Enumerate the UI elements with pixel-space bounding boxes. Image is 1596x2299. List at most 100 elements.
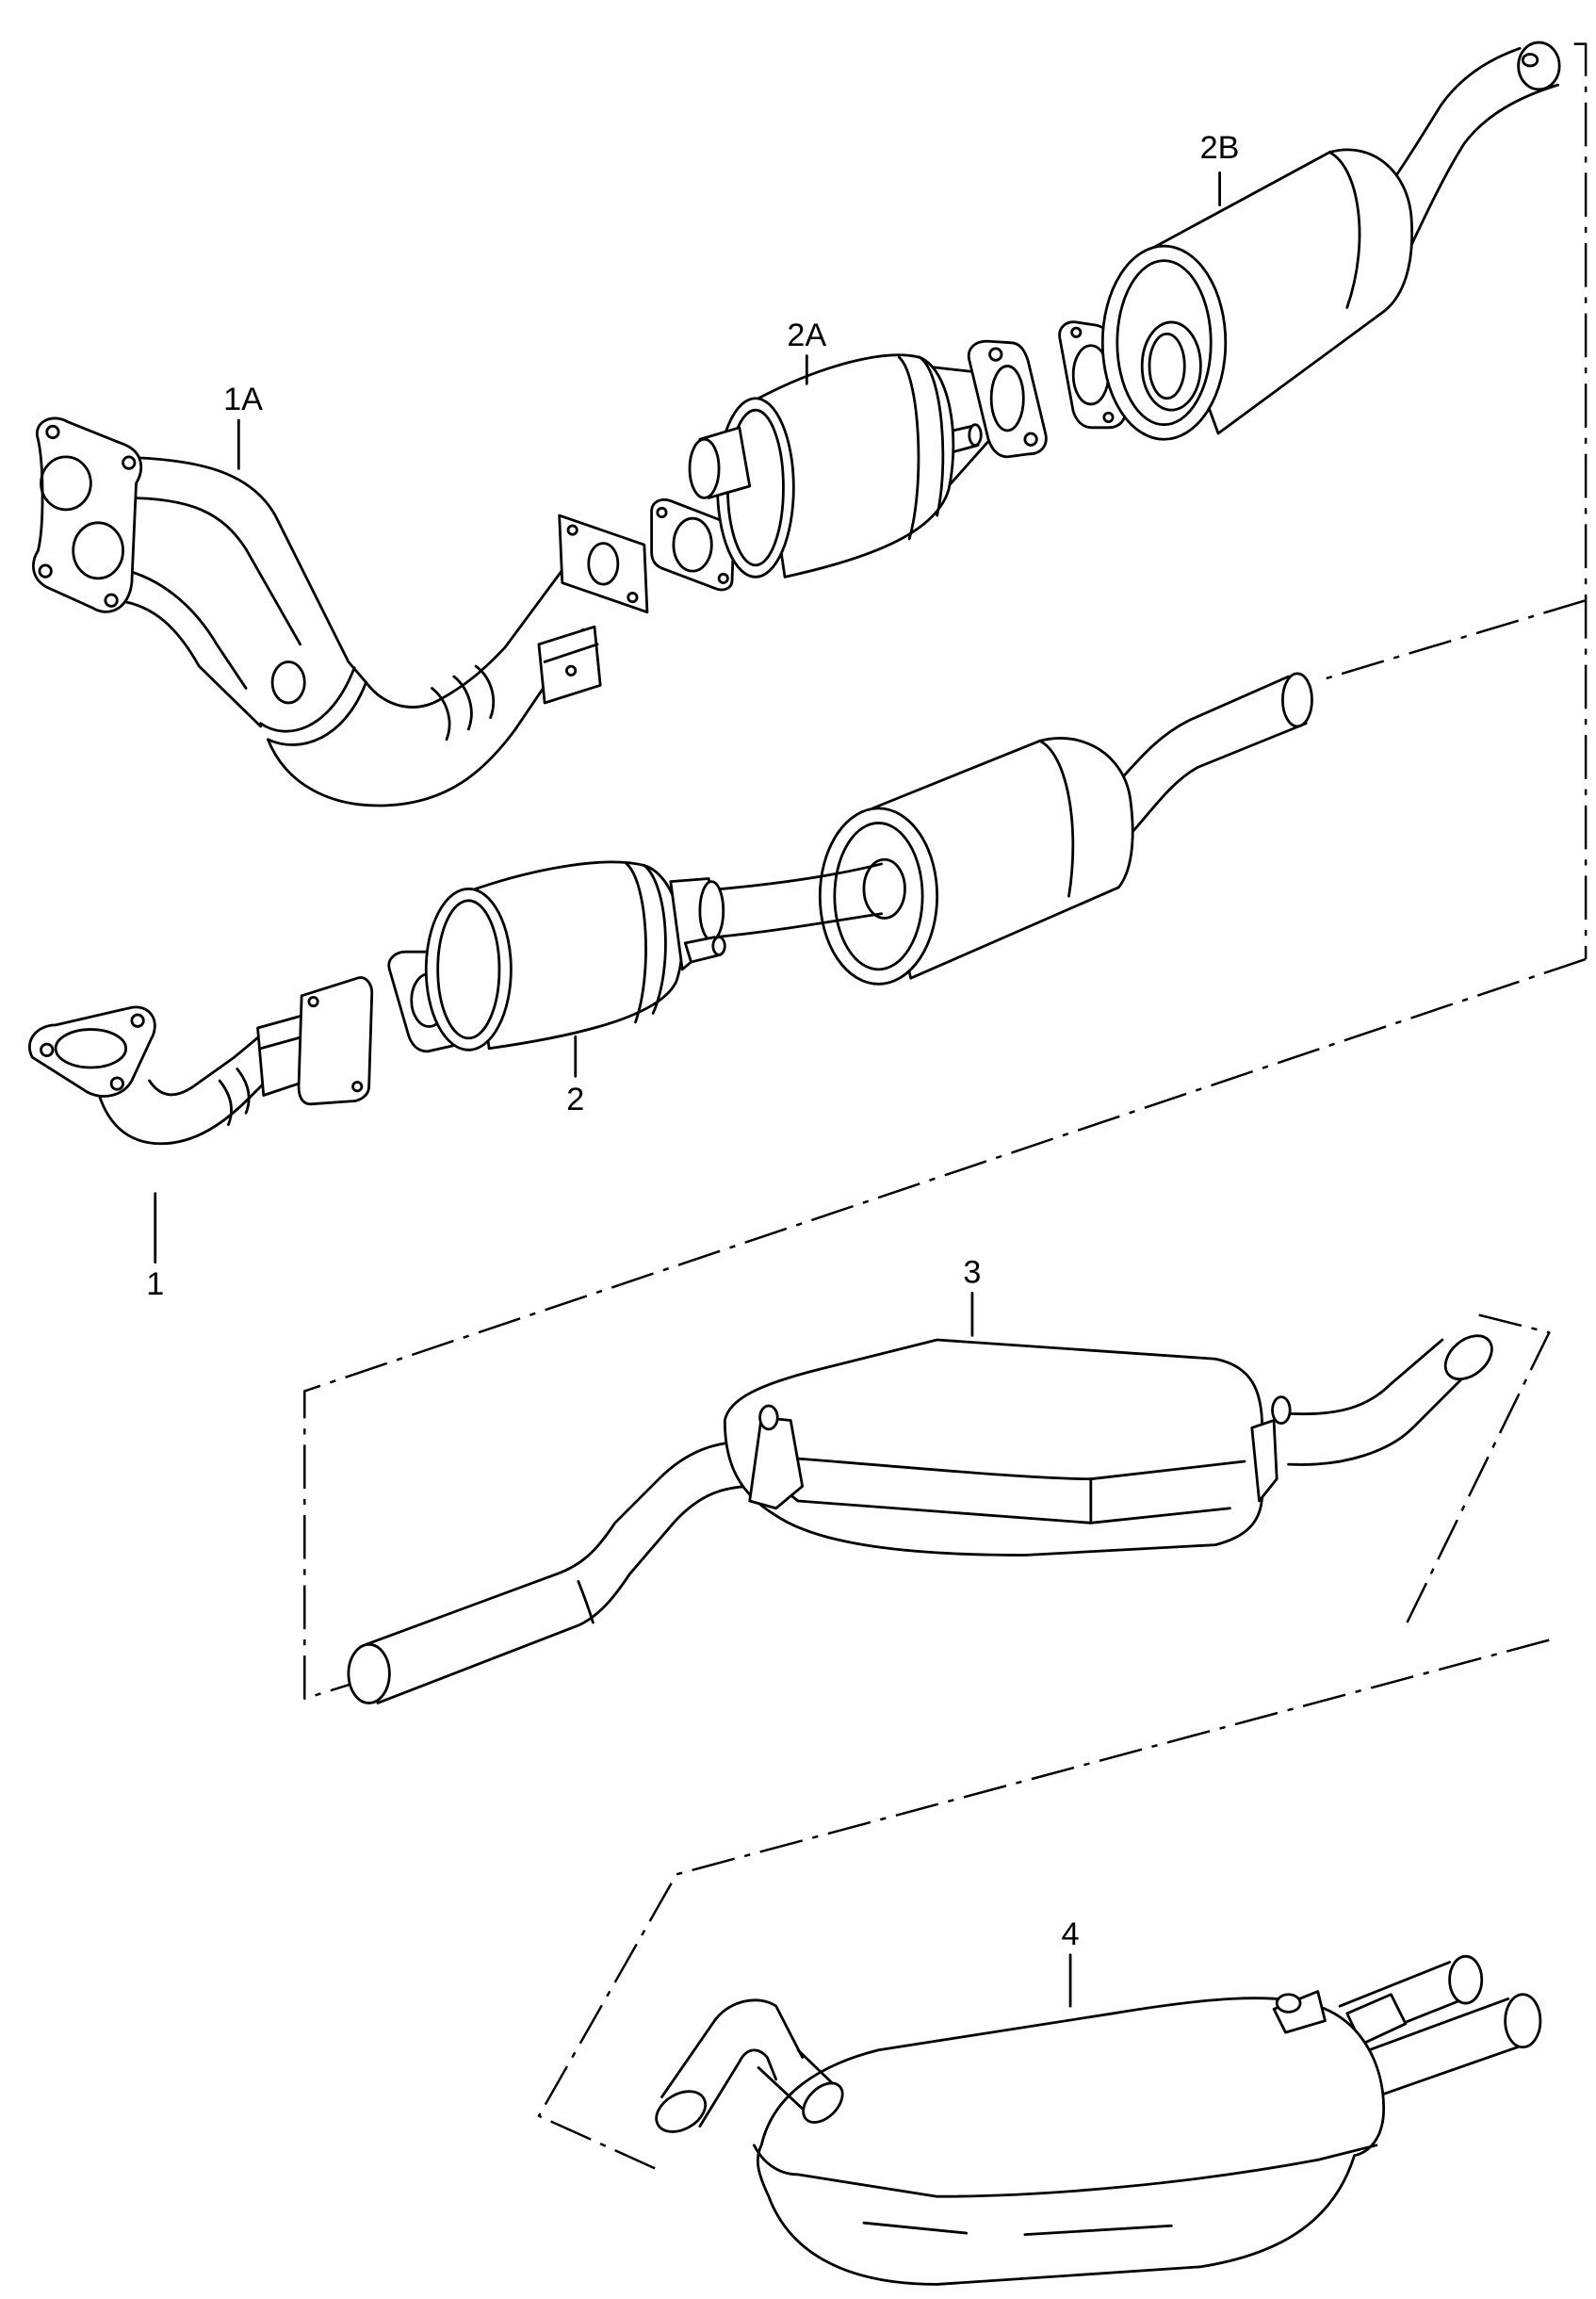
part-2-muffler-body	[871, 737, 1134, 980]
part-3-hanger-left-hook	[758, 1404, 779, 1431]
part-2a-catalytic-converter	[688, 339, 1048, 579]
part-1-flange-bolt-hole	[130, 1013, 145, 1028]
dash-dot-reference-lines	[303, 42, 1588, 2172]
part-1a-flange-bolt-hole	[104, 593, 119, 608]
ref-line-to-part-4	[537, 1639, 1550, 2172]
callout-1a: 1A	[223, 382, 263, 417]
callout-2a: 2A	[787, 318, 826, 353]
part-1a-bracket-hole	[565, 664, 578, 677]
part-1a-outlet-flange-hole	[587, 542, 620, 586]
part-3-seam-upper	[774, 1455, 1246, 1481]
part-2a-inlet-opening	[688, 437, 721, 499]
callout-4: 4	[1062, 1916, 1080, 1952]
callout-2: 2	[566, 1082, 584, 1117]
part-1a-flange-port-lower	[72, 521, 124, 580]
part-1-outlet-flange-bolt-hole	[307, 995, 319, 1008]
part-2-cat-inlet-cone-rim	[436, 899, 501, 1040]
part-1a-upper-pipe-top	[101, 455, 350, 663]
gasket-bolt-hole	[717, 572, 729, 584]
part-1-inlet-flange	[28, 1005, 156, 1098]
part-2a-outlet-flange-hole	[989, 365, 1025, 432]
part-1a-junction-opening	[270, 660, 306, 705]
part-1a-lower-pipe-top	[127, 569, 248, 690]
part-1-inlet-flange-opening	[54, 1028, 128, 1069]
part-2b-outlet-pipe-end	[1517, 41, 1561, 91]
part-4-hanger	[1272, 1990, 1327, 2034]
part-3-hanger-right-hook	[1271, 1395, 1292, 1426]
part-2-muffler-outlet-pipe	[1114, 675, 1308, 840]
callout-1: 1	[146, 1266, 164, 1302]
gasket-upper-front	[650, 497, 736, 592]
part-1a-lower-pipe-bottom	[112, 598, 263, 728]
part-3-center-muffler	[347, 1334, 1493, 1704]
part-2a-outlet-flange	[967, 339, 1048, 459]
part-3-body	[723, 1338, 1264, 1557]
part-2-muffler-end-cap	[1038, 739, 1075, 898]
ref-line-part-3-right	[1404, 1313, 1551, 1626]
ref-line-to-part-3	[303, 957, 1587, 1701]
part-1a-bend-inner	[365, 645, 507, 709]
part-1a-flange-bolt-hole	[38, 563, 53, 579]
part-4-tailpipe-upper-end	[1448, 1954, 1484, 2005]
part-4-body	[756, 1997, 1386, 2286]
part-2-catalytic-converter	[424, 860, 883, 1052]
part-1a-bracket-edge	[543, 643, 599, 663]
part-4-flange-seam	[752, 2144, 1378, 2198]
part-1a-bracket	[537, 625, 602, 705]
part-4-inlet-stub-end	[802, 2081, 844, 2124]
callout-labels: 2B 2A 1A 2 1 3 4	[146, 130, 1239, 1952]
part-2b-outlet-pipe-top	[1386, 46, 1522, 189]
part-1a-outlet-flange	[558, 514, 649, 614]
part-2a-sensor-boss-end	[968, 423, 983, 447]
part-1a-bend-outer	[267, 727, 517, 807]
part-1a-flange-bolt-hole	[122, 455, 137, 470]
part-1-flange-bolt-hole	[109, 1076, 124, 1091]
callout-2b: 2B	[1200, 130, 1240, 166]
gasket-plate	[650, 497, 736, 592]
part-2-connecting-pipe	[704, 862, 883, 939]
part-1a-outlet-flange-bolt-hole	[627, 592, 639, 604]
part-1a-flange-port-upper	[40, 455, 92, 512]
part-4-lower-seam	[862, 2221, 1173, 2237]
part-1-front-pipe	[28, 976, 374, 1146]
part-2-muffler-outlet-end	[1281, 672, 1313, 728]
part-1-outlet-flange	[297, 976, 374, 1106]
part-1a-manifold-flange	[32, 416, 143, 613]
part-3-hanger-left	[748, 1416, 805, 1510]
part-2a-outlet-flange-bolt-hole	[988, 347, 1003, 362]
part-2a-body	[757, 353, 955, 579]
part-2b-outlet-pipe-hole	[1521, 53, 1539, 68]
part-1-pipe-inner	[148, 1026, 271, 1097]
part-1a-collar	[259, 660, 367, 746]
part-4-tailpipe-lower	[1367, 1997, 1532, 2095]
gasket-bolt-hole	[656, 506, 668, 519]
part-3-inlet-pipe-top	[365, 1441, 741, 1646]
part-1-outlet-flange-bolt-hole	[351, 1081, 364, 1093]
part-2-cat-end-band	[625, 862, 667, 1024]
gasket-bolt-hole	[1070, 326, 1083, 338]
part-1a-flange-bolt-hole	[45, 424, 60, 440]
part-4-rear-muffler	[655, 1954, 1542, 2286]
callout-3: 3	[963, 1254, 981, 1290]
part-4-tailpipe-lower-end	[1504, 1993, 1542, 2049]
part-2b-end-cap	[1327, 151, 1361, 309]
part-3-outlet-pipe-bottom	[1287, 1375, 1466, 1466]
part-2b-front-end-rim	[1116, 259, 1213, 427]
gasket-opening	[672, 516, 713, 573]
part-4-inlet-elbow-end	[655, 2090, 708, 2133]
part-1-flange-bolt-hole	[40, 1042, 55, 1057]
part-2-muffler-front-end-rim	[833, 822, 924, 971]
part-2b-front-muffler	[1100, 41, 1561, 441]
gasket-bolt-hole	[1102, 411, 1115, 423]
part-3-inlet-pipe-bottom	[376, 1485, 756, 1704]
part-3-outlet-pipe-top	[1279, 1338, 1444, 1416]
ref-line-right-vertical	[1573, 42, 1588, 959]
part-2-cat-sensor-boss-end	[711, 936, 726, 956]
part-3-inlet-pipe-end	[347, 1642, 391, 1704]
part-2b-inlet-opening	[1148, 332, 1186, 400]
part-2-muffler-inlet	[862, 857, 906, 920]
part-1a-flex-section	[431, 664, 495, 742]
part-4-inlet-elbow-inner	[698, 2048, 778, 2128]
part-2a-outlet-flange-bolt-hole	[1023, 432, 1038, 447]
